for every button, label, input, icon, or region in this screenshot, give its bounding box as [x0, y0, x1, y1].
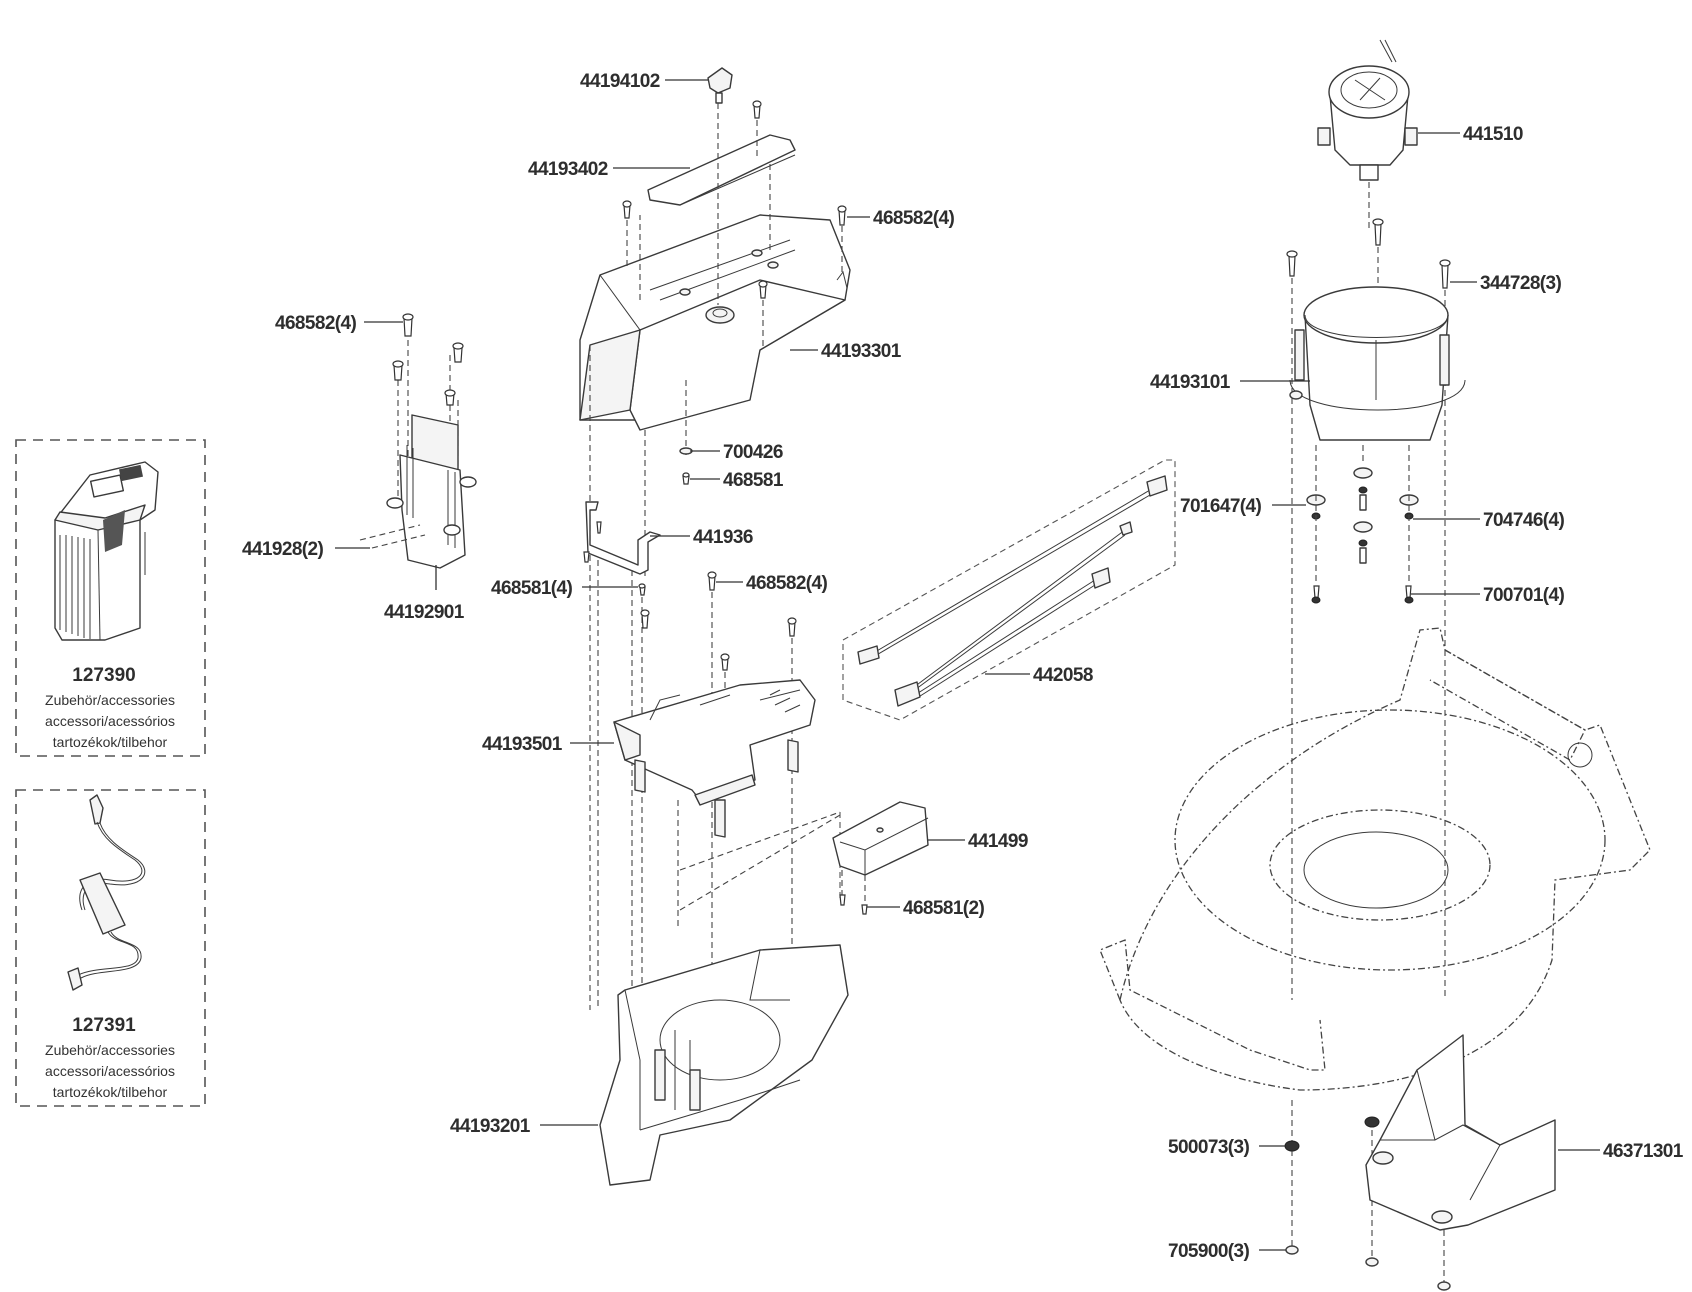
part-labels: 44194102 44193402 468582(4) 44193301 700… [242, 71, 1684, 1262]
screw-icon [640, 571, 797, 671]
part-label[interactable]: 500073(3) [1168, 1137, 1250, 1158]
part-label[interactable]: 705900(3) [1168, 1241, 1250, 1262]
part-label[interactable]: 441936 [693, 527, 753, 548]
control-module [679, 801, 929, 915]
accessory-box-border [15, 439, 206, 757]
upper-housing [579, 150, 851, 1010]
part-label[interactable]: 44193301 [821, 341, 902, 362]
part-label[interactable]: 468582(4) [873, 208, 955, 229]
battery-pack-icon [54, 461, 159, 641]
electronics-base [613, 679, 816, 930]
part-label[interactable]: 468582(4) [746, 573, 828, 594]
part-label[interactable]: 344728(3) [1480, 273, 1562, 294]
part-label[interactable]: 44193201 [450, 1116, 531, 1137]
bolt-icon [1286, 218, 1451, 289]
battery-holder-assembly [359, 313, 477, 569]
accessory-battery[interactable]: 127390 Zubehör/accessories accessori/ace… [15, 439, 206, 757]
wire-harness [842, 459, 1176, 721]
screw-icon [622, 100, 847, 299]
part-label[interactable]: 704746(4) [1483, 510, 1565, 531]
accessory-number: 127391 [72, 1015, 136, 1036]
top-cover [647, 134, 796, 206]
mount-hardware [1306, 445, 1419, 604]
washer-and-screw [679, 380, 693, 485]
accessory-caption-line: Zubehör/accessories [45, 692, 175, 708]
part-label[interactable]: 468581 [723, 470, 784, 491]
part-label[interactable]: 468582(4) [275, 313, 357, 334]
part-label[interactable]: 700426 [723, 442, 783, 463]
accessory-box-border [15, 789, 206, 1107]
part-label[interactable]: 441499 [968, 831, 1028, 852]
accessory-caption-line: tartozékok/tilbehor [53, 734, 168, 750]
part-label[interactable]: 441928(2) [242, 539, 324, 560]
part-label[interactable]: 44194102 [580, 71, 660, 92]
part-label[interactable]: 441510 [1463, 124, 1523, 145]
part-label[interactable]: 46371301 [1603, 1141, 1684, 1162]
accessory-caption-line: Zubehör/accessories [45, 1042, 175, 1058]
part-label[interactable]: 44192901 [384, 602, 465, 623]
rear-flap [1365, 1034, 1556, 1231]
accessory-number: 127390 [72, 665, 135, 686]
charger-icon [67, 794, 146, 991]
part-label[interactable]: 44193402 [528, 159, 608, 180]
accessory-charger[interactable]: 127391 Zubehör/accessories accessori/ace… [15, 789, 206, 1107]
part-label[interactable]: 700701(4) [1483, 585, 1565, 606]
accessory-caption-line: tartozékok/tilbehor [53, 1084, 168, 1100]
part-label[interactable]: 44193101 [1150, 372, 1231, 393]
mower-deck [1099, 627, 1651, 1091]
motor-mount [1289, 286, 1466, 441]
lower-housing [599, 944, 849, 1186]
part-label[interactable]: 44193501 [482, 734, 563, 755]
part-label[interactable]: 468581(2) [903, 898, 985, 919]
part-label[interactable]: 701647(4) [1180, 496, 1262, 517]
knob [707, 67, 733, 305]
part-label[interactable]: 442058 [1033, 665, 1093, 686]
screw-icon [392, 313, 464, 406]
part-label[interactable]: 468581(4) [491, 578, 573, 599]
motor [1317, 39, 1418, 230]
leader-lines [335, 79, 1600, 1251]
bracket [583, 501, 661, 1010]
accessory-caption-line: accessori/acessórios [45, 713, 175, 729]
accessory-caption-line: accessori/acessórios [45, 1063, 175, 1079]
